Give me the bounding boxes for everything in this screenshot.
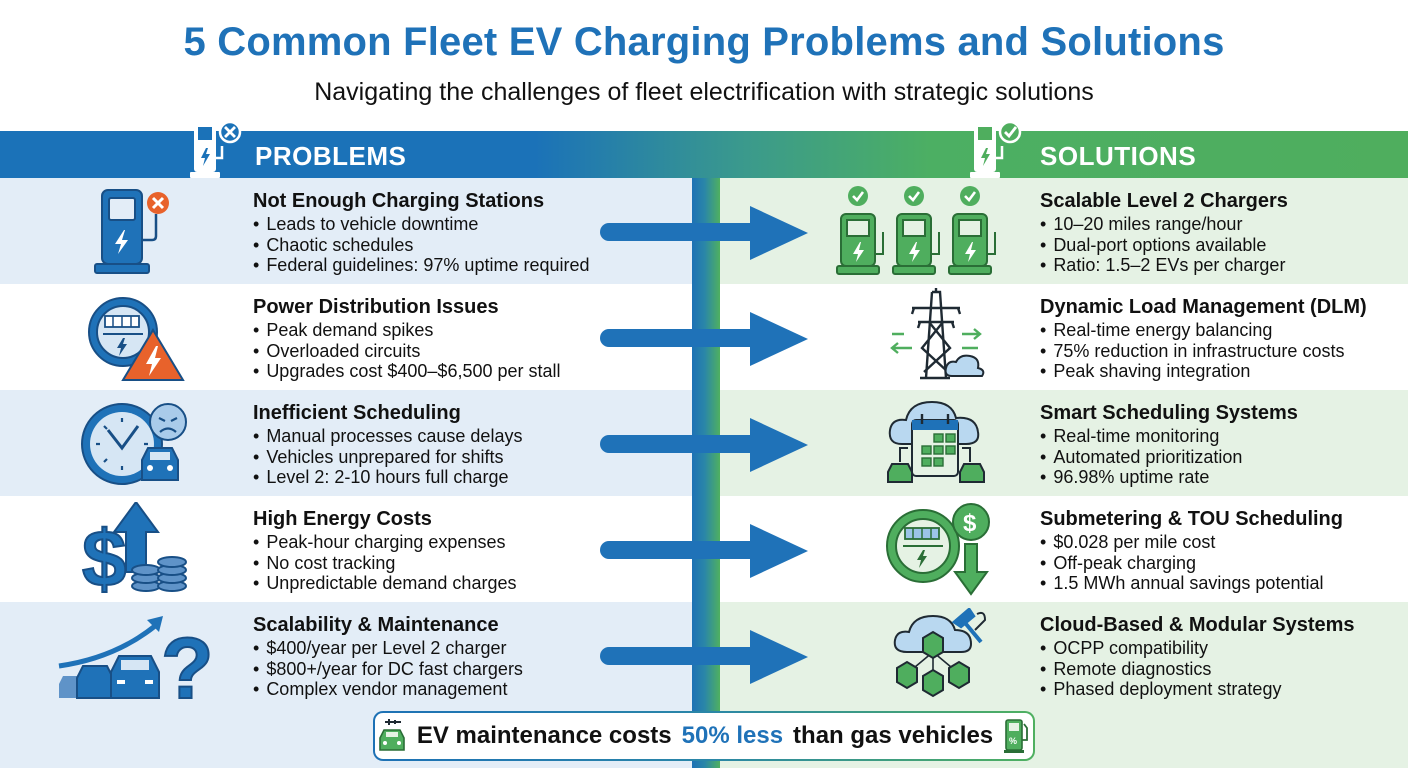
cars-growth-question-icon: ?: [58, 616, 215, 702]
arrow-right-icon: [600, 630, 808, 684]
svg-text:?: ?: [161, 621, 214, 702]
meter-warning-icon: [88, 297, 185, 381]
problem-bullet: Chaotic schedules: [253, 235, 590, 256]
electric-car-plug-icon: [379, 719, 405, 751]
solution-bullet: Real-time energy balancing: [1040, 320, 1367, 341]
page-title: 5 Common Fleet EV Charging Problems and …: [183, 20, 1225, 64]
svg-text:$: $: [963, 510, 977, 537]
solution-bullet: 10–20 miles range/hour: [1040, 214, 1288, 235]
solution-bullet: Real-time monitoring: [1040, 426, 1298, 447]
problem-panel: Inefficient Scheduling Manual processes …: [0, 390, 692, 496]
problem-text: Power Distribution Issues Peak demand sp…: [253, 295, 561, 382]
solution-bullet: Ratio: 1.5–2 EVs per charger: [1040, 255, 1288, 276]
dollar-arrow-coins-icon: $: [81, 502, 187, 596]
problem-title: Scalability & Maintenance: [253, 614, 499, 636]
problem-bullet: Manual processes cause delays: [253, 426, 522, 447]
problem-bullet: $800+/year for DC fast chargers: [253, 659, 523, 680]
solution-text: Scalable Level 2 Chargers 10–20 miles ra…: [1040, 189, 1288, 276]
problem-panel: Not Enough Charging Stations Leads to ve…: [0, 178, 692, 284]
problem-bullet: Vehicles unprepared for shifts: [253, 447, 522, 468]
power-tower-cloud-icon: [890, 288, 985, 380]
callout-highlight: 50% less: [681, 722, 784, 749]
solution-bullet: 1.5 MWh annual savings potential: [1040, 573, 1343, 594]
problem-bullet: Peak-hour charging expenses: [253, 532, 516, 553]
problem-bullet: Leads to vehicle downtime: [253, 214, 590, 235]
problem-text: Scalability & Maintenance $400/year per …: [253, 613, 523, 700]
solution-title: Submetering & TOU Scheduling: [1040, 508, 1343, 530]
problem-bullet: No cost tracking: [253, 553, 516, 574]
solution-text: Cloud-Based & Modular Systems OCPP compa…: [1040, 613, 1355, 700]
solution-panel: Scalable Level 2 Chargers 10–20 miles ra…: [720, 178, 1408, 284]
row-scheduling: Inefficient Scheduling Manual processes …: [0, 390, 1408, 496]
solution-bullet: Remote diagnostics: [1040, 659, 1355, 680]
problem-text: Not Enough Charging Stations Leads to ve…: [253, 189, 590, 276]
problem-title: Inefficient Scheduling: [253, 402, 461, 424]
problem-title: Power Distribution Issues: [253, 296, 499, 318]
solution-title: Dynamic Load Management (DLM): [1040, 296, 1367, 318]
solutions-column-label: SOLUTIONS: [1040, 141, 1197, 171]
problem-panel: Power Distribution Issues Peak demand sp…: [0, 284, 692, 390]
cloud-calendar-icon: [887, 400, 985, 483]
row-power-distribution: Power Distribution Issues Peak demand sp…: [0, 284, 1408, 390]
solution-text: Smart Scheduling Systems Real-time monit…: [1040, 401, 1298, 488]
solution-bullet: Off-peak charging: [1040, 553, 1343, 574]
solution-title: Cloud-Based & Modular Systems: [1040, 614, 1355, 636]
meter-dollar-down-icon: $: [886, 503, 990, 596]
solution-bullet: OCPP compatibility: [1040, 638, 1355, 659]
arrow-right-icon: [600, 312, 808, 366]
solution-panel: Smart Scheduling Systems Real-time monit…: [720, 390, 1408, 496]
solution-title: Smart Scheduling Systems: [1040, 402, 1298, 424]
problem-panel: $ High Energy Costs Peak-hour charging e…: [0, 496, 692, 602]
problem-bullet: Peak demand spikes: [253, 320, 561, 341]
maintenance-callout: EV maintenance costs 50% less than gas v…: [373, 711, 1035, 761]
solution-bullet: Dual-port options available: [1040, 235, 1288, 256]
solution-bullet: Automated prioritization: [1040, 447, 1298, 468]
arrow-right-icon: [600, 206, 808, 260]
page-subtitle: Navigating the challenges of fleet elect…: [314, 78, 1094, 106]
problem-bullet: $400/year per Level 2 charger: [253, 638, 523, 659]
solution-bullet: Phased deployment strategy: [1040, 679, 1355, 700]
solution-bullet: 96.98% uptime rate: [1040, 467, 1298, 488]
problem-text: High Energy Costs Peak-hour charging exp…: [253, 507, 516, 594]
row-charging-stations: Not Enough Charging Stations Leads to ve…: [0, 178, 1408, 284]
problem-bullet: Complex vendor management: [253, 679, 523, 700]
solution-bullet: 75% reduction in infrastructure costs: [1040, 341, 1367, 362]
cloud-modules-tools-icon: [893, 608, 987, 698]
charging-station-error-icon: [94, 189, 169, 274]
problem-bullet: Unpredictable demand charges: [253, 573, 516, 594]
clock-frustrated-car-icon: [81, 403, 187, 485]
problem-bullet: Level 2: 2-10 hours full charge: [253, 467, 522, 488]
problem-text: Inefficient Scheduling Manual processes …: [253, 401, 522, 488]
solution-bullet: Peak shaving integration: [1040, 361, 1367, 382]
charger-x-icon: [190, 120, 242, 178]
problem-bullet: Overloaded circuits: [253, 341, 561, 362]
problem-title: High Energy Costs: [253, 508, 432, 530]
arrow-right-icon: [600, 524, 808, 578]
fuel-pump-icon: %: [1004, 719, 1029, 753]
row-energy-costs: $ High Energy Costs Peak-hour charging e…: [0, 496, 1408, 602]
multiple-chargers-check-icon: [836, 186, 996, 275]
problems-column-label: PROBLEMS: [255, 141, 407, 171]
problem-title: Not Enough Charging Stations: [253, 190, 545, 212]
solution-text: Submetering & TOU Scheduling $0.028 per …: [1040, 507, 1343, 594]
solution-panel: $ Submetering & TOU Scheduling $0.028 pe…: [720, 496, 1408, 602]
solution-panel: Dynamic Load Management (DLM) Real-time …: [720, 284, 1408, 390]
callout-suffix: than gas vehicles: [793, 722, 994, 749]
charger-check-icon: [970, 120, 1022, 178]
solution-bullet: $0.028 per mile cost: [1040, 532, 1343, 553]
problem-bullet: Federal guidelines: 97% uptime required: [253, 255, 589, 276]
svg-text:$: $: [82, 514, 127, 596]
solution-title: Scalable Level 2 Chargers: [1040, 190, 1288, 212]
callout-prefix: EV maintenance costs: [416, 722, 672, 749]
arrow-right-icon: [600, 418, 808, 472]
center-divider: [692, 178, 720, 768]
svg-text:%: %: [1009, 736, 1017, 746]
problem-bullet: Upgrades cost $400–$6,500 per stall: [253, 361, 560, 382]
solution-text: Dynamic Load Management (DLM) Real-time …: [1040, 295, 1367, 382]
